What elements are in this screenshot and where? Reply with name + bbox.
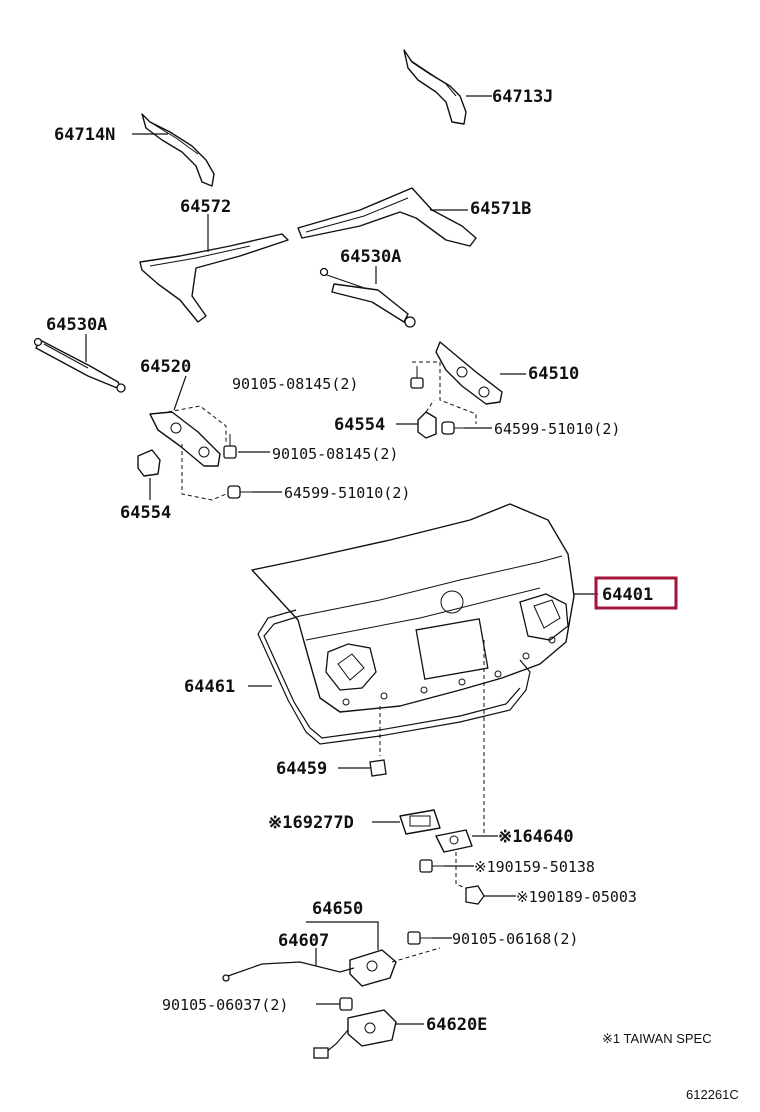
label-64620E[interactable]: 64620E (426, 1015, 487, 1035)
label-64401[interactable]: 64401 (602, 585, 653, 605)
footnote-taiwan-spec: ※1 TAIWAN SPEC (602, 1031, 712, 1046)
label-90189-05003[interactable]: ※190189-05003 (516, 888, 637, 906)
label-90105-06168[interactable]: 90105-06168(2) (452, 930, 578, 948)
label-69277D[interactable]: ※169277D (268, 813, 354, 833)
hinge-64510-drawing (412, 341, 526, 424)
label-64554-left[interactable]: 64554 (120, 503, 171, 523)
bolt-left-drawing (223, 434, 270, 459)
trunk-lid-64401-drawing (251, 503, 598, 713)
strut-left-drawing (33, 334, 126, 393)
part-64571B-drawing (297, 187, 477, 247)
label-64640[interactable]: ※164640 (498, 827, 574, 847)
part-64713J-drawing (403, 49, 492, 125)
screw-90159-drawing (419, 859, 474, 873)
bolt-90105-06168-drawing (407, 931, 452, 945)
lock-64650-drawing (306, 921, 441, 987)
part-64572-drawing (139, 214, 289, 323)
label-64530A-right[interactable]: 64530A (340, 247, 401, 267)
label-64713J[interactable]: 64713J (492, 87, 553, 107)
actuator-64620E-drawing (313, 1009, 424, 1059)
strut-right-drawing (319, 266, 416, 328)
label-64714N[interactable]: 64714N (54, 125, 115, 145)
weatherstrip-64461-drawing (248, 609, 531, 745)
label-64554-right[interactable]: 64554 (334, 415, 385, 435)
label-64599-right[interactable]: 64599-51010(2) (494, 420, 620, 438)
label-bolt-90105-08145-right[interactable]: 90105-08145(2) (232, 375, 358, 393)
label-64571B[interactable]: 64571B (470, 199, 531, 219)
cable-64607-drawing (222, 948, 355, 982)
label-64530A-left[interactable]: 64530A (46, 315, 107, 335)
bracket-64554-right-drawing (396, 399, 437, 439)
label-90159-50138[interactable]: ※190159-50138 (474, 858, 595, 876)
highlight-box-64401 (594, 576, 678, 610)
hinge-64520-drawing (149, 375, 227, 501)
label-64599-left[interactable]: 64599-51010(2) (284, 484, 410, 502)
cushion-64459-drawing (338, 706, 387, 777)
label-64607[interactable]: 64607 (278, 931, 329, 951)
part-64714N-drawing (132, 113, 215, 187)
label-64572[interactable]: 64572 (180, 197, 231, 217)
switch-69277D-drawing (372, 809, 441, 835)
nut-90189-drawing (465, 885, 516, 905)
diagram-id: 612261C (686, 1087, 739, 1102)
label-64520[interactable]: 64520 (140, 357, 191, 377)
label-64459[interactable]: 64459 (276, 759, 327, 779)
label-90105-06037[interactable]: 90105-06037(2) (162, 996, 288, 1014)
nut-right-drawing (441, 421, 492, 435)
bolt-right-upper-drawing (410, 366, 424, 389)
nut-left-drawing (227, 485, 282, 499)
label-64461[interactable]: 64461 (184, 677, 235, 697)
bolt-90105-06037-drawing (316, 997, 353, 1011)
label-bolt-90105-08145-left[interactable]: 90105-08145(2) (272, 445, 398, 463)
label-64650[interactable]: 64650 (312, 899, 363, 919)
opener-64640-drawing (435, 640, 498, 891)
bracket-64554-left-drawing (137, 449, 161, 500)
label-64510[interactable]: 64510 (528, 364, 579, 384)
